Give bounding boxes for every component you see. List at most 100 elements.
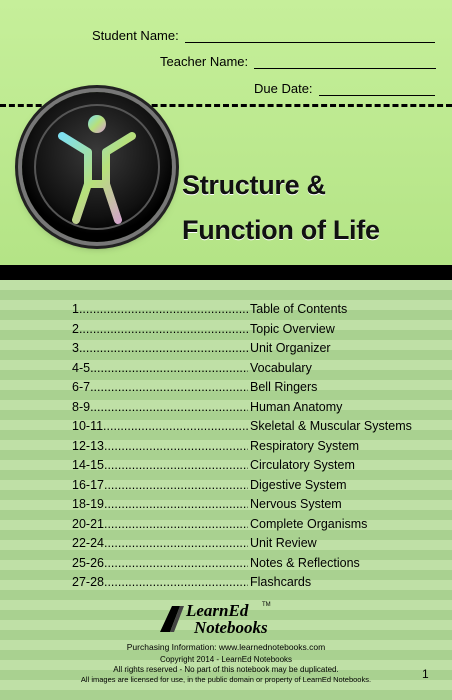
toc-leader-dots: ........................................… xyxy=(103,516,248,531)
toc-entry-title: Human Anatomy xyxy=(250,399,343,414)
toc-row: 16-17...................................… xyxy=(72,476,432,496)
toc-entry-title: Table of Contents xyxy=(250,302,348,316)
due-date-line[interactable] xyxy=(318,83,435,96)
toc-row: 2.......................................… xyxy=(72,320,432,340)
toc-entry-title: Respiratory System xyxy=(250,438,360,453)
toc-page-range: 25-26 xyxy=(72,555,104,570)
toc-row: 10-11...................................… xyxy=(72,417,432,437)
toc-row: 4-5.....................................… xyxy=(72,359,432,379)
toc-page-numbers: 25-26...................................… xyxy=(72,554,248,574)
toc-page-range: 4-5 xyxy=(72,360,91,375)
toc-entry-title: Notes & Reflections xyxy=(250,555,360,570)
table-of-contents: 1.......................................… xyxy=(72,300,432,593)
logo-text-line1: LearnEd xyxy=(186,601,249,620)
toc-page-numbers: 4-5.....................................… xyxy=(72,359,248,379)
toc-row: 20-21...................................… xyxy=(72,515,432,535)
toc-page-range: 14-15 xyxy=(72,458,104,472)
learned-notebooks-logo: LearnEd Notebooks TM xyxy=(158,601,271,637)
toc-page-numbers: 18-19...................................… xyxy=(72,495,248,515)
toc-row: 12-13...................................… xyxy=(72,437,432,457)
toc-row: 27-28...................................… xyxy=(72,573,432,593)
vitruvian-figure-icon xyxy=(34,104,160,230)
toc-row: 25-26...................................… xyxy=(72,554,432,574)
due-date-label: Due Date: xyxy=(254,81,313,96)
toc-page-range: 6-7 xyxy=(72,380,91,394)
toc-row: 22-24...................................… xyxy=(72,534,432,554)
toc-entry-title: Vocabulary xyxy=(250,360,312,375)
toc-row: 3.......................................… xyxy=(72,339,432,359)
toc-page-numbers: 8-9.....................................… xyxy=(72,398,248,418)
toc-leader-dots: ........................................… xyxy=(103,555,248,570)
toc-entry-title: Skeletal & Muscular Systems xyxy=(250,419,412,433)
student-name-field[interactable]: Student Name: xyxy=(92,28,435,43)
toc-entry-title: Topic Overview xyxy=(250,321,335,336)
toc-leader-dots: ........................................… xyxy=(103,419,248,433)
teacher-name-line[interactable] xyxy=(254,56,437,69)
toc-entry-title: Digestive System xyxy=(250,477,347,492)
toc-page-numbers: 12-13...................................… xyxy=(72,437,248,457)
toc-page-range: 16-17 xyxy=(72,477,104,492)
toc-leader-dots: ........................................… xyxy=(90,399,248,414)
notebook-logo-icon xyxy=(160,606,184,632)
toc-page-range: 20-21 xyxy=(72,516,104,531)
toc-row: 8-9.....................................… xyxy=(72,398,432,418)
toc-leader-dots: ........................................… xyxy=(103,575,248,589)
toc-page-numbers: 10-11...................................… xyxy=(72,417,248,437)
toc-page-numbers: 2.......................................… xyxy=(72,320,248,340)
toc-page-range: 3 xyxy=(72,341,79,355)
page-number: 1 xyxy=(422,667,429,681)
toc-page-numbers: 6-7.....................................… xyxy=(72,378,248,398)
toc-page-range: 27-28 xyxy=(72,575,104,589)
toc-leader-dots: ........................................… xyxy=(78,302,248,316)
toc-page-numbers: 22-24...................................… xyxy=(72,534,248,554)
footer-images: All images are licensed for use, in the … xyxy=(80,675,372,684)
footer-copyright: Copyright 2014 - LearnEd Notebooks xyxy=(159,655,293,664)
toc-row: 1.......................................… xyxy=(72,300,432,320)
toc-leader-dots: ........................................… xyxy=(103,536,248,550)
toc-page-range: 8-9 xyxy=(72,399,91,414)
student-name-line[interactable] xyxy=(184,30,435,43)
toc-leader-dots: ........................................… xyxy=(103,497,248,511)
toc-page-range: 12-13 xyxy=(72,438,104,453)
toc-leader-dots: ........................................… xyxy=(103,477,248,492)
toc-page-numbers: 20-21...................................… xyxy=(72,515,248,535)
logo-text-line2: Notebooks xyxy=(194,618,268,637)
toc-row: 6-7.....................................… xyxy=(72,378,432,398)
toc-page-range: 18-19 xyxy=(72,497,104,511)
middle-dashed-divider xyxy=(0,272,452,275)
logo-trademark: TM xyxy=(262,602,271,608)
toc-entry-title: Unit Organizer xyxy=(250,341,331,355)
toc-leader-dots: ........................................… xyxy=(78,321,248,336)
toc-leader-dots: ........................................… xyxy=(103,458,248,472)
toc-leader-dots: ........................................… xyxy=(90,380,248,394)
toc-page-range: 1 xyxy=(72,302,79,316)
toc-page-numbers: 3.......................................… xyxy=(72,339,248,359)
due-date-field[interactable]: Due Date: xyxy=(254,81,435,96)
toc-leader-dots: ........................................… xyxy=(90,360,248,375)
page-title-line1: Structure & xyxy=(182,170,326,200)
toc-page-range: 22-24 xyxy=(72,536,104,550)
toc-page-numbers: 1.......................................… xyxy=(72,300,248,320)
toc-entry-title: Nervous System xyxy=(250,497,342,511)
teacher-name-label: Teacher Name: xyxy=(160,54,249,69)
toc-entry-title: Circulatory System xyxy=(250,458,355,472)
toc-page-range: 2 xyxy=(72,321,79,336)
toc-row: 14-15...................................… xyxy=(72,456,432,476)
toc-page-numbers: 27-28...................................… xyxy=(72,573,248,593)
toc-page-numbers: 14-15...................................… xyxy=(72,456,248,476)
footer-purchasing: Purchasing Information: www.learnednoteb… xyxy=(126,642,326,652)
toc-leader-dots: ........................................… xyxy=(103,438,248,453)
toc-entry-title: Bell Ringers xyxy=(250,380,318,394)
toc-page-range: 10-11 xyxy=(72,419,104,433)
contents-panel xyxy=(0,280,452,700)
toc-entry-title: Complete Organisms xyxy=(250,516,368,531)
teacher-name-field[interactable]: Teacher Name: xyxy=(160,54,437,69)
page-title-line2: Function of Life xyxy=(182,215,380,245)
toc-leader-dots: ........................................… xyxy=(78,341,248,355)
toc-page-numbers: 16-17...................................… xyxy=(72,476,248,496)
toc-entry-title: Flashcards xyxy=(250,575,312,589)
toc-entry-title: Unit Review xyxy=(250,536,317,550)
header-dashed-divider xyxy=(0,104,452,107)
toc-row: 18-19...................................… xyxy=(72,495,432,515)
